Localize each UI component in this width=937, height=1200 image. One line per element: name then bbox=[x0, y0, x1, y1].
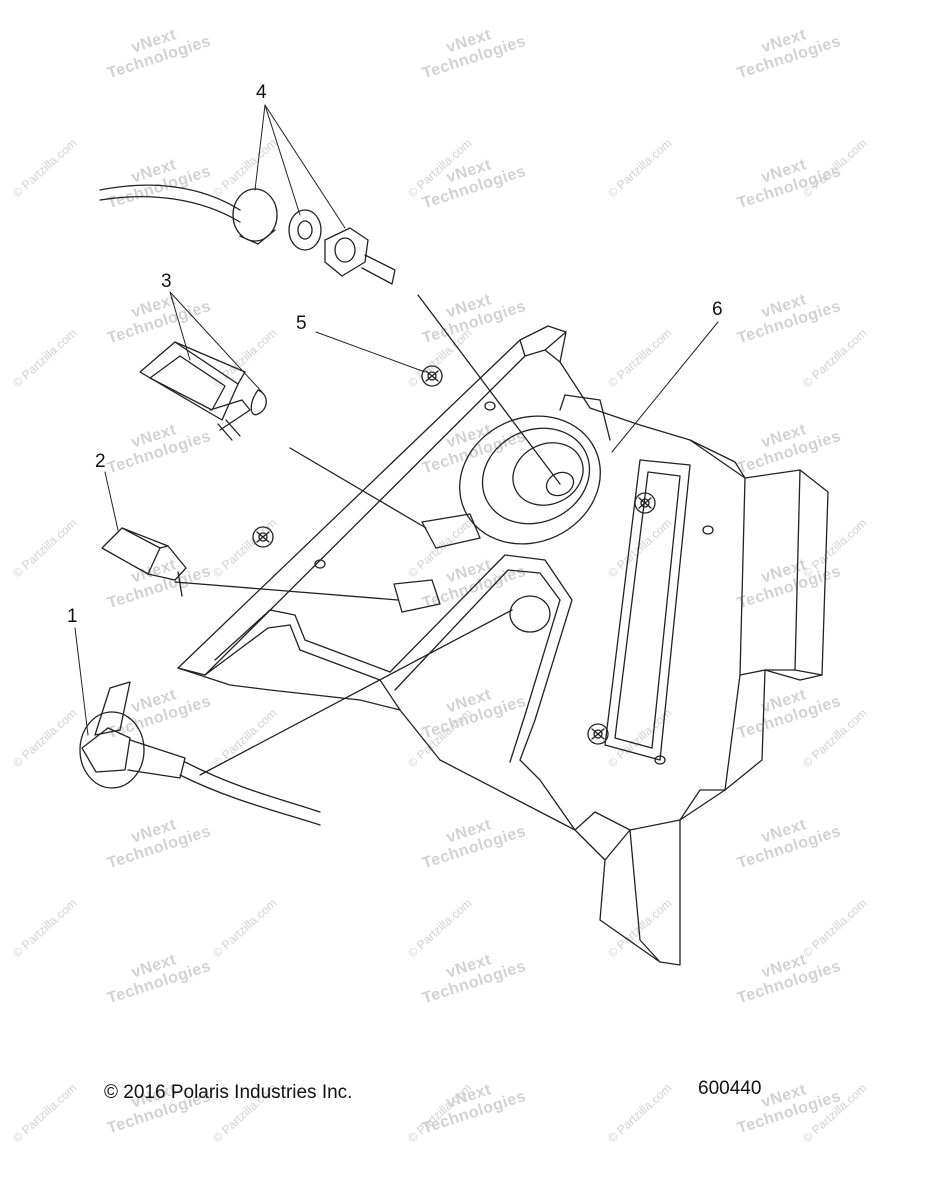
leader-lines bbox=[74, 104, 719, 736]
grommet-assembly-part-4 bbox=[99, 184, 561, 485]
screw-part-5 bbox=[421, 365, 443, 387]
callout-2: 2 bbox=[95, 451, 106, 472]
callout-5: 5 bbox=[296, 313, 307, 334]
switch-part-2 bbox=[101, 527, 399, 601]
callout-4: 4 bbox=[256, 82, 267, 103]
key-switch-part-1 bbox=[79, 609, 513, 826]
callout-3: 3 bbox=[161, 271, 172, 292]
screw-channel-top bbox=[634, 492, 656, 514]
copyright-text: © 2016 Polaris Industries Inc. bbox=[104, 1082, 353, 1103]
screw-channel-bottom bbox=[587, 723, 609, 745]
callout-1: 1 bbox=[67, 606, 78, 627]
screw-lower-left bbox=[252, 526, 274, 548]
diagram-number: 600440 bbox=[698, 1078, 762, 1099]
rocker-switch-part-3 bbox=[139, 341, 427, 529]
side-panel-part-6 bbox=[177, 325, 829, 966]
callout-6: 6 bbox=[712, 299, 723, 320]
